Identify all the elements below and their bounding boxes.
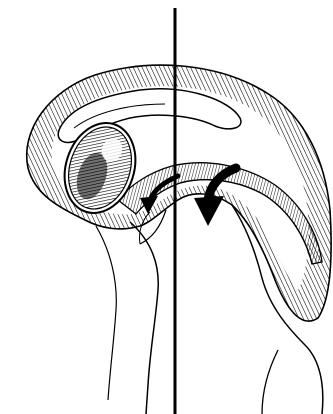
anatomical-illustration [0,0,333,414]
illustration-canvas [0,0,333,414]
